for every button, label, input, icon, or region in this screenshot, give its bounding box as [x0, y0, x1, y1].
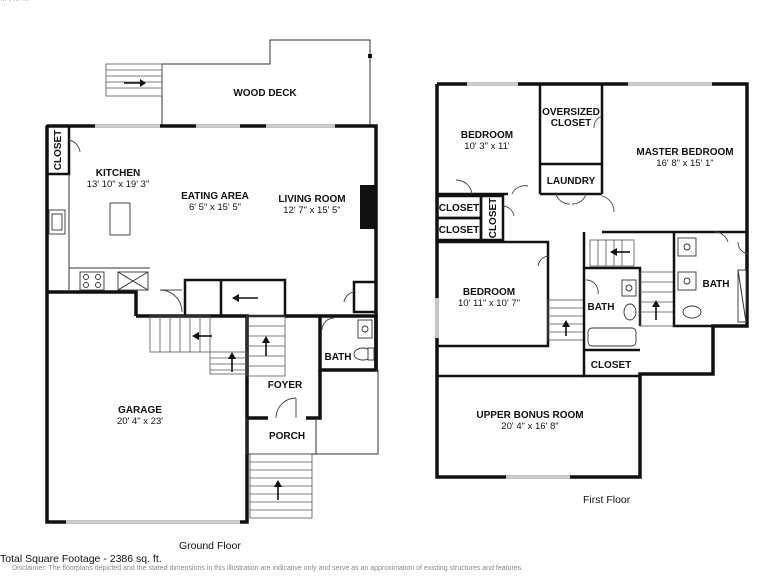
header-fragment: … , … … — [0, 0, 29, 3]
porch-stairs-arrow-icon — [274, 480, 282, 500]
stairs-arrow-icon-left — [192, 332, 212, 340]
deck-stairs — [105, 63, 163, 97]
ground-exterior-wall — [47, 124, 378, 370]
kitchen-closet-box — [45, 124, 71, 176]
room-label-closet-a: CLOSET — [439, 203, 480, 214]
room-label-wood-deck: WOOD DECK — [233, 88, 297, 99]
room-label-foyer: FOYER — [268, 380, 303, 391]
room-label-closet-b: CLOSET — [439, 225, 480, 236]
room-dims-garage: 20' 4" x 23' — [117, 416, 163, 427]
room-label-closet-hall: CLOSET — [591, 360, 632, 371]
first-floor-label: First Floor — [583, 494, 631, 506]
room-label-bedroom-2: BEDROOM — [463, 287, 515, 298]
room-dims-bedroom-2: 10' 11" x 10' 7" — [458, 298, 520, 309]
wood-deck — [105, 39, 372, 126]
room-label-oversized-closet-1: OVERSIZED — [542, 107, 600, 118]
first-exterior-wall — [435, 82, 749, 479]
room-label-bath-master: BATH — [702, 279, 729, 290]
room-label-master-bedroom: MASTER BEDROOM — [636, 147, 733, 158]
room-label-oversized-closet-2: CLOSET — [551, 118, 592, 129]
kitchen-island — [109, 202, 131, 236]
room-label-laundry: LAUNDRY — [547, 176, 596, 187]
stairs-arrow-icon-down — [228, 352, 236, 372]
first-stairs-arrow-icon-up — [562, 320, 570, 336]
room-label-living-room: LIVING ROOM — [278, 194, 345, 205]
fireplace — [360, 185, 376, 229]
disclaimer: Disclaimer: The floorplans depicted and … — [12, 565, 524, 572]
room-dims-eating-area: 6' 5" x 15' 5" — [189, 202, 241, 213]
room-dims-living-room: 12' 7" x 15' 5" — [283, 205, 340, 216]
deck-stairs-arrow-icon — [124, 79, 146, 87]
room-label-garage: GARAGE — [118, 405, 162, 416]
ground-floor-label: Ground Floor — [179, 540, 241, 552]
room-label-eating-area: EATING AREA — [181, 191, 249, 202]
room-dims-upper-bonus-room: 20' 4" x 16' 8" — [501, 421, 558, 432]
room-label-bath: BATH — [324, 352, 351, 363]
kitchen-counters — [48, 174, 150, 292]
first-stairs-arrow-icon-right-up — [652, 300, 660, 320]
room-label-kitchen: KITCHEN — [96, 168, 140, 179]
room-label-kitchen-closet: CLOSET — [53, 130, 64, 171]
room-dims-kitchen: 13' 10" x 19' 3" — [87, 179, 150, 190]
ground-floor: WOOD DECK CLOSET KITCHEN 13' 10" x 19' 3… — [45, 39, 379, 524]
room-label-closet-vertical: CLOSET — [488, 198, 499, 239]
stairs-arrow-icon-up — [262, 336, 270, 356]
first-floor: BEDROOM 10' 3" x 11' OVERSIZED CLOSET MA… — [435, 82, 749, 479]
room-dims-master-bedroom: 16' 8" x 15' 1" — [656, 158, 713, 169]
room-label-upper-bonus-room: UPPER BONUS ROOM — [476, 410, 583, 421]
main-stairs — [149, 315, 286, 377]
room-label-bedroom-1: BEDROOM — [461, 130, 513, 141]
room-label-bath-hall: BATH — [587, 302, 614, 313]
closet-vertical-box — [479, 194, 505, 242]
total-square-footage: Total Square Footage - 2386 sq. ft. — [0, 553, 162, 565]
first-stairs-arrow-icon-left — [610, 248, 630, 256]
bathtub — [587, 327, 637, 347]
stairs-arrow-icon-upper — [232, 294, 258, 302]
room-dims-bedroom-1: 10' 3" x 11' — [464, 141, 510, 152]
room-label-porch: PORCH — [269, 431, 305, 442]
